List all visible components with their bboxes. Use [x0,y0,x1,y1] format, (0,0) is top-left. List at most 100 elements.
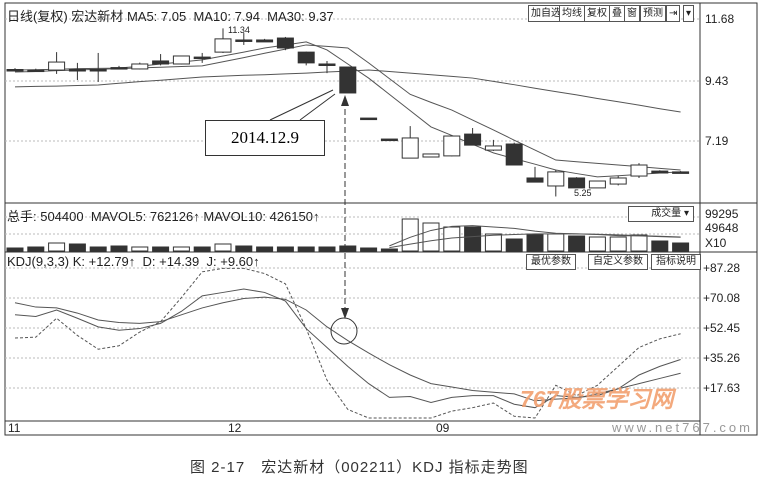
date-tick: 11 [8,421,21,435]
candle-body [214,38,232,53]
arrow-down-icon [341,308,349,319]
low-label: 5.25 [574,188,592,198]
chevron-down-icon[interactable]: ▾ [683,5,695,22]
figure-caption: 图 2-17 宏达新材（002211）KDJ 指标走势图 [190,459,529,476]
candle-body [89,69,107,72]
volume-bar [547,233,565,252]
indicator-help-button[interactable]: 指标说明 [651,254,701,270]
volume-bar [318,246,336,252]
price-panel [6,28,690,197]
date-callout: 2014.12.9 [205,120,325,156]
adjust-button[interactable]: 复权 [584,5,610,22]
volume-bar [235,245,253,252]
volume-bar [422,222,440,252]
ma5-value: MA5: 7.05 [126,9,187,24]
kdj-line-j [14,267,681,419]
mavol5-value: MAVOL5: 762126↑ [90,209,200,224]
k-value: K: +12.79↑ [72,254,136,269]
kdj-tick: +17.63 [703,381,741,395]
kdj-tick: +35.26 [703,351,741,365]
candle-body [318,63,336,66]
candle-body [401,137,419,159]
candle-body [547,171,565,187]
price-tick: 7.19 [705,134,729,148]
candle-body [464,133,482,146]
candle-body [588,180,606,189]
candle-body [297,51,315,64]
kdj-line-d [14,296,681,402]
mavol10-value: MAVOL10: 426150↑ [203,209,320,224]
volume-bar [256,246,274,252]
kdj-header: KDJ(9,3,3) K: +12.79↑ D: +14.39 J: +9.60… [7,254,260,269]
candle-body [131,63,149,70]
volume-bar [193,246,211,252]
candle-body [339,66,357,94]
ma-button[interactable]: 均线 [559,5,585,22]
volume-bar [297,246,315,252]
candle-body [27,69,45,73]
candle-body [360,117,378,121]
candle-body [256,39,274,43]
date-tick: 12 [228,421,242,435]
price-header: 日线(复权) 宏达新材 MA5: 7.05 MA10: 7.94 MA30: 9… [7,6,334,25]
pin-icon[interactable]: ⇥ [666,5,681,22]
candle-body [672,171,690,174]
candle-body [651,170,669,174]
volume-bar [27,246,45,252]
volume-bar [526,233,544,252]
candle-body [152,60,170,65]
volume-ma-line-mavol10 [389,233,681,249]
candle-body [630,164,648,177]
candle-body [193,56,211,60]
candle-body [422,153,440,158]
candle-body [609,177,627,185]
ma30-value: MA30: 9.37 [267,9,334,24]
candle-body [276,37,294,49]
volume-bar [464,226,482,252]
volume-bar [6,247,24,252]
forecast-button[interactable]: 预测 [640,5,666,22]
overlay-button[interactable]: 叠 [609,5,625,22]
optimal-params-button[interactable]: 最优参数 [526,254,576,270]
volume-bar [672,242,690,252]
volume-bar [68,243,86,252]
callout-pointer [269,89,336,121]
volume-bar [339,245,357,252]
volume-unit: X10 [705,236,727,250]
crossover-circle [330,317,358,345]
volume-tick: 49648 [705,221,739,235]
stock-name: 宏达新材 [71,9,124,24]
candle-body [6,69,24,72]
chart-canvas: 11.34 5.25 [4,2,758,436]
indicator-selector[interactable]: 成交量 ▾ [628,206,694,222]
volume-bar [48,242,66,252]
volume-bar [568,235,586,252]
candle-body [484,145,502,151]
volume-bar [152,246,170,252]
volume-bar [588,236,606,252]
high-label: 11.34 [228,25,250,35]
watermark-logo: 767股票学习网 [520,386,674,412]
watermark-url: www.net767.com [612,420,753,435]
custom-params-button[interactable]: 自定义参数 [588,254,648,270]
date-tick: 09 [436,421,450,435]
ma10-value: MA10: 7.94 [193,9,260,24]
volume-bar [630,234,648,252]
candle-body [172,55,190,65]
candle-body [568,177,586,189]
window-button[interactable]: 窗 [624,5,640,22]
d-value: D: +14.39 [142,254,200,269]
volume-bar [505,238,523,252]
volume-bar [172,246,190,252]
volume-bar [214,243,232,252]
kdj-tick: +70.08 [703,291,741,305]
candle-body [443,135,461,157]
price-tick: 11.68 [705,12,735,26]
volume-bar [89,246,107,252]
volume-bar [651,240,669,252]
outer-frame [4,2,758,436]
price-tick: 9.43 [705,74,729,88]
kdj-panel [14,267,681,419]
volume-bar [609,236,627,252]
